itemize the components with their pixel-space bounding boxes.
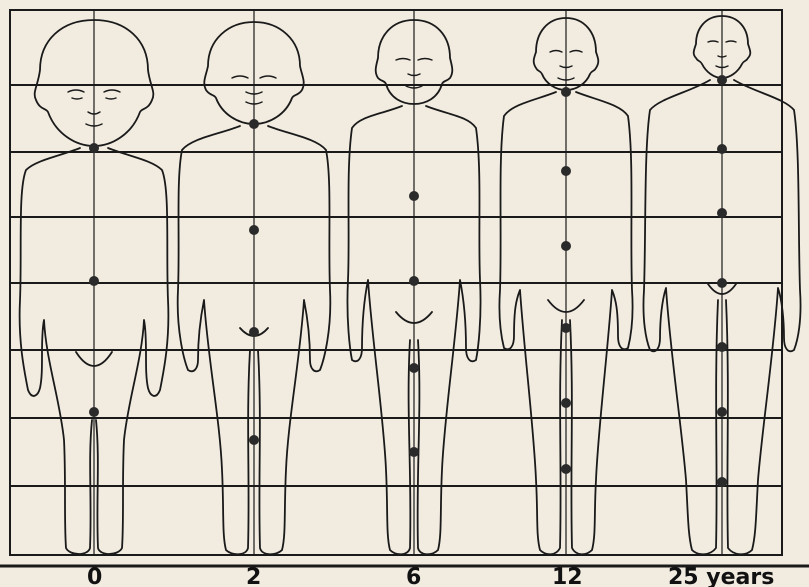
figure-12-dot-1	[561, 87, 571, 97]
figure-25-dot-4	[717, 278, 727, 288]
figure-6-dot-2	[409, 276, 419, 286]
figure-6-dot-3	[409, 363, 419, 373]
figure-0-dot-2	[89, 276, 99, 286]
figure-25-dot-5	[717, 342, 727, 352]
figure-12-dot-5	[561, 398, 571, 408]
figure-12-dot-2	[561, 166, 571, 176]
figure-25-dot-1	[717, 75, 727, 85]
age-label-2: 2	[246, 565, 261, 587]
figure-12-dot-4	[561, 323, 571, 333]
figure-0-dot-1	[89, 143, 99, 153]
figure-12-dot-3	[561, 241, 571, 251]
age-label-0: 0	[87, 565, 102, 587]
figure-6-dot-4	[409, 447, 419, 457]
age-label-12: 12	[552, 565, 583, 587]
figure-2-dot-1	[249, 119, 259, 129]
figure-6-dot-1	[409, 191, 419, 201]
figure-25-dot-3	[717, 208, 727, 218]
figure-12-dot-6	[561, 464, 571, 474]
figure-2-dot-4	[249, 435, 259, 445]
figure-25-dot-7	[717, 477, 727, 487]
figure-25-dot-6	[717, 407, 727, 417]
age-label-6: 6	[406, 565, 421, 587]
figure-2-dot-2	[249, 225, 259, 235]
figure-25-dot-2	[717, 144, 727, 154]
age-label-25-years: 25 years	[668, 565, 774, 587]
age-labels: 0 2 6 12 25 years	[87, 565, 774, 587]
figure-2-dot-3	[249, 327, 259, 337]
figure-0-dot-3	[89, 407, 99, 417]
